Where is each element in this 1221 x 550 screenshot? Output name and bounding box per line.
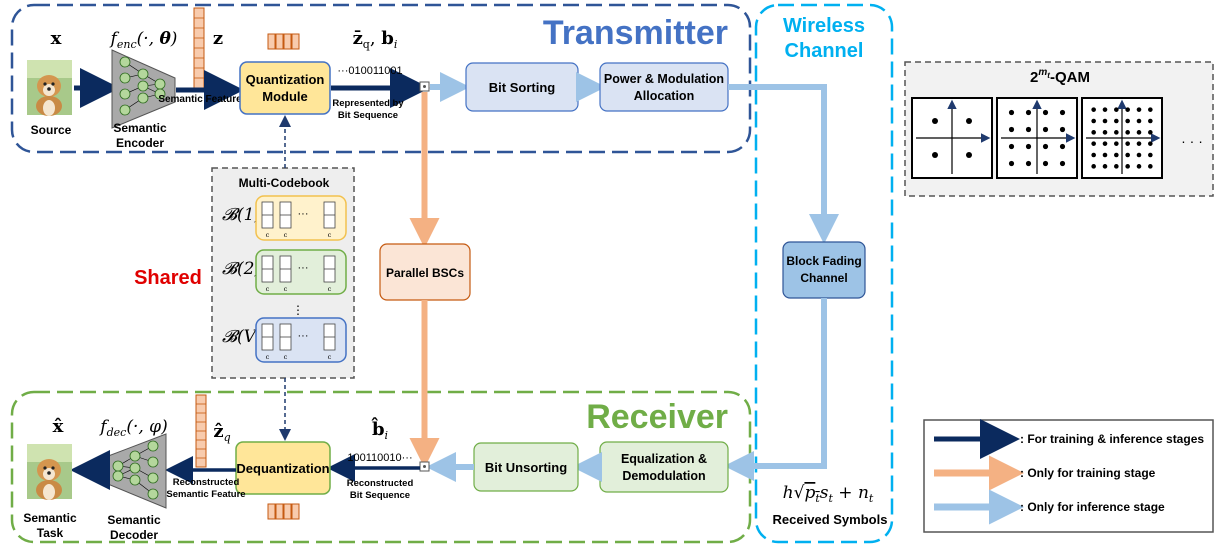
received-formula: h√ptst + nt [783, 483, 874, 505]
bit-sequence-rx: 100110010··· [347, 452, 412, 464]
source-label: Source [31, 123, 72, 137]
legend-label: : Only for inference stage [1020, 500, 1165, 514]
qam-constellation-2 [996, 97, 1078, 179]
codebook-label: 𝓑(2) [222, 259, 261, 279]
codeword-chips-top [267, 33, 300, 50]
parallel-bscs-label: Parallel BSCs [386, 266, 464, 280]
svg-text:c: c [266, 285, 270, 293]
equalization-box [599, 441, 729, 493]
transmitter-region [10, 3, 752, 154]
codebook-label: 𝓑(V) [222, 327, 263, 347]
legend-item: : For training & inference stages [934, 419, 1204, 459]
svg-text:c: c [266, 231, 270, 239]
legend-items: : For training & inference stages : Only … [934, 419, 1204, 525]
svg-text:c: c [284, 353, 288, 361]
legend-item: : Only for inference stage [934, 489, 1165, 525]
quantization-module-box [239, 61, 331, 115]
codebook-1: 𝓑(1) c c c ··· [222, 195, 347, 241]
z-label: z [213, 28, 223, 49]
receiver-title: Receiver [586, 398, 728, 436]
qam-constellation-3 [1081, 97, 1163, 179]
block-fading-box [782, 241, 866, 299]
zq-hat-label: ẑq [213, 421, 230, 444]
semantic-decoder-network [102, 433, 167, 509]
z-feature-vector [193, 7, 205, 89]
received-symbols-label: Received Symbols [773, 512, 888, 527]
legend-label: : Only for training stage [1020, 466, 1156, 480]
channel-region [754, 3, 894, 544]
semantic-encoder-network [111, 49, 176, 129]
semantic-feature-label: Semantic Feature [158, 94, 242, 105]
transmitter-title: Transmitter [543, 14, 728, 52]
semantic-task-image [27, 444, 72, 500]
f-enc-label: fenc(·, θ) [109, 29, 178, 51]
arrow-channel-to-equalization [724, 298, 827, 481]
svg-text:···: ··· [298, 330, 309, 342]
dequantization-label: Dequantization [236, 461, 329, 476]
svg-text:c: c [328, 285, 332, 293]
qam-constellations [911, 97, 1163, 179]
bit-sorting-label: Bit Sorting [489, 80, 555, 95]
svg-text:···: ··· [298, 262, 309, 274]
codeword-chips-bottom [267, 503, 300, 520]
f-dec-label: fdec(·, φ) [98, 417, 167, 439]
bit-sequence-tx: ···010011001 [337, 65, 402, 77]
multi-codebook-title: Multi-Codebook [239, 176, 330, 190]
x-hat-label: x̂ [53, 416, 64, 437]
legend-label: : For training & inference stages [1020, 432, 1204, 446]
zq-b-label: z̄q, bi [353, 28, 398, 51]
source-image [27, 60, 72, 116]
qam-ellipsis: · · · [1181, 133, 1203, 149]
equalization-label: Equalization &Demodulation [621, 452, 707, 483]
svg-text:c: c [284, 231, 288, 239]
bit-unsorting-label: Bit Unsorting [485, 460, 567, 475]
codebook-vdots: ⋮ [292, 303, 304, 317]
arrow-power-to-channel [728, 84, 839, 244]
svg-text:c: c [284, 285, 288, 293]
svg-text:c: c [266, 353, 270, 361]
receiver-region [10, 390, 752, 544]
b-hat-label: b̂i [371, 416, 388, 442]
power-modulation-box [599, 62, 729, 112]
codebook-2: 𝓑(2) c c c ··· [222, 249, 347, 295]
x-label: x [51, 28, 62, 49]
svg-text:c: c [328, 231, 332, 239]
dequantization-box [235, 441, 331, 495]
shared-label: Shared [134, 267, 202, 289]
qam-constellation-1 [911, 97, 993, 179]
codebook-label: 𝓑(1) [222, 205, 261, 225]
zq-hat-vector [195, 394, 207, 468]
legend-item: : Only for training stage [934, 455, 1156, 491]
svg-text:···: ··· [298, 208, 309, 220]
svg-text:c: c [328, 353, 332, 361]
